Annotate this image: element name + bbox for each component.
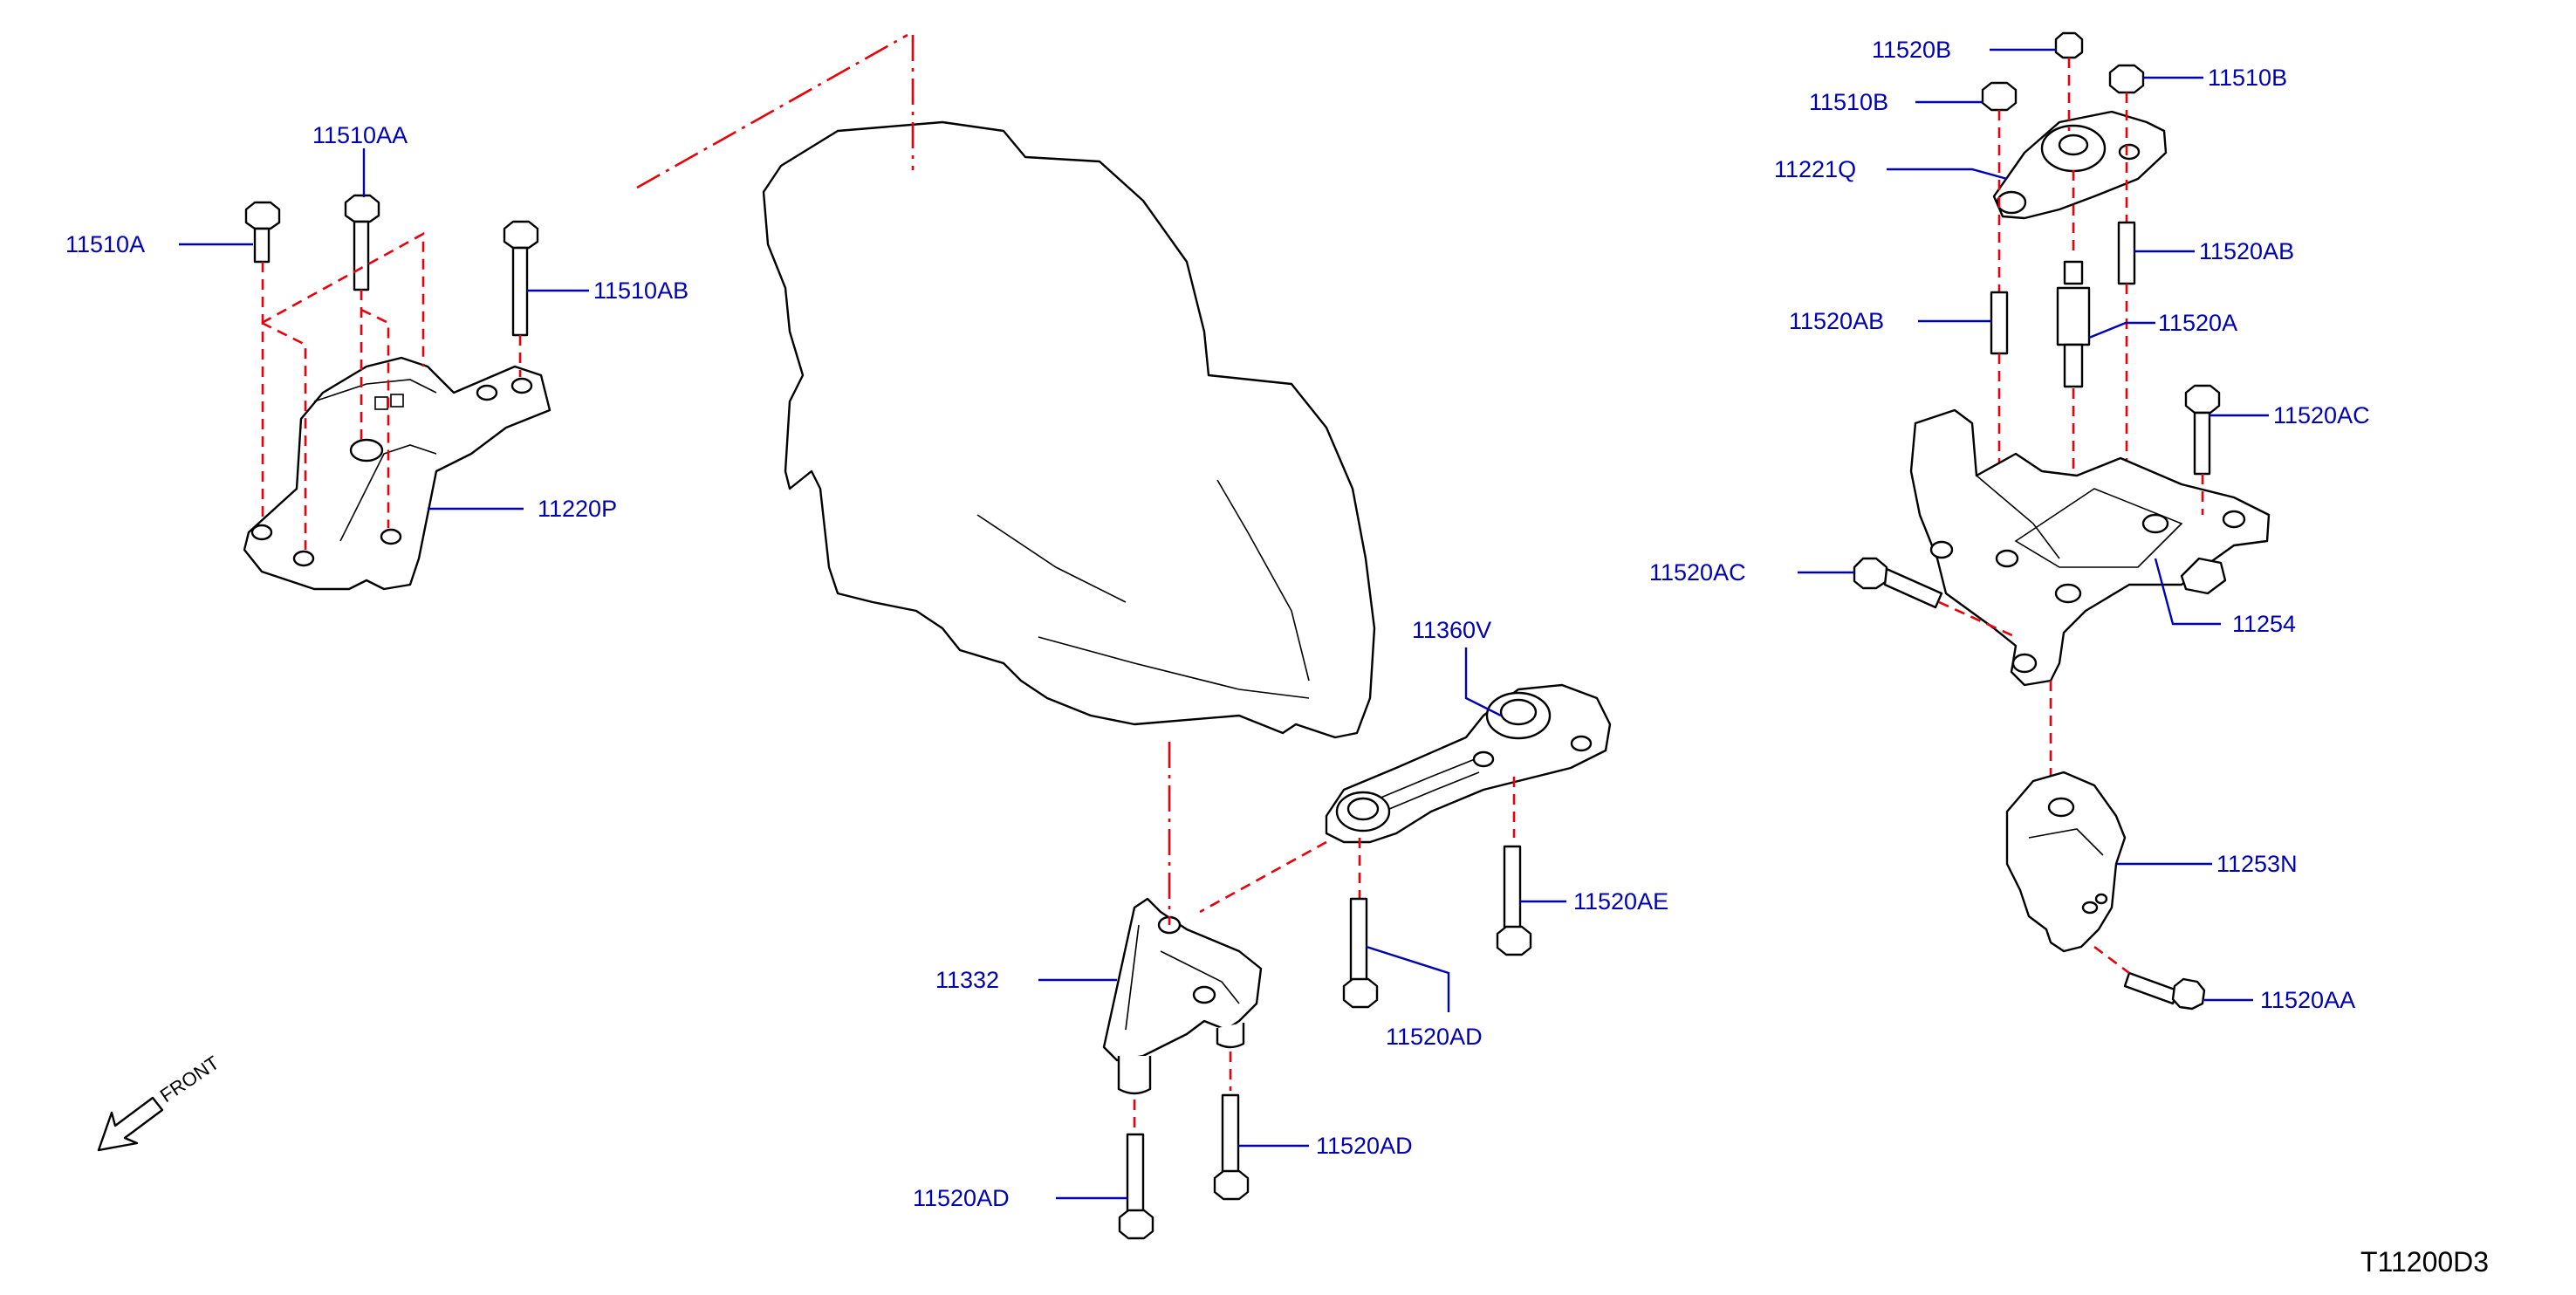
part-callout-11520aa[interactable]: 11520AA — [2204, 987, 2355, 1013]
engine-axis-line — [636, 33, 908, 189]
part-label[interactable]: 11520A — [2158, 310, 2237, 336]
part-label[interactable]: 11510B — [1809, 89, 1888, 115]
part-label[interactable]: 11510AB — [593, 278, 689, 304]
part-label[interactable]: 11520AE — [1573, 888, 1668, 915]
part-callout-11510a[interactable]: 11510A — [65, 231, 253, 257]
diagram-code: T11200D3 — [2360, 1246, 2489, 1278]
bolt-11520ad-lower-left — [1118, 1133, 1154, 1240]
part-label[interactable]: 11360V — [1412, 617, 1491, 643]
engine-outline — [762, 120, 1376, 739]
part-callout-11520ab-left[interactable]: 11520AB — [1789, 308, 1991, 334]
part-label[interactable]: 11520B — [1872, 37, 1951, 63]
leader-line — [2088, 321, 2155, 339]
part-label[interactable]: 11221Q — [1774, 156, 1856, 182]
bolt-11520ac-upper — [2184, 384, 2221, 476]
part-callout-11253n[interactable]: 11253N — [2116, 851, 2298, 877]
mount-11253n — [2005, 771, 2127, 953]
part-callout-11520ad-lower-right[interactable]: 11520AD — [1238, 1133, 1413, 1159]
centerline-11253n-bolt — [2093, 945, 2130, 975]
part-callout-11510aa[interactable]: 11510AA — [312, 122, 408, 197]
part-label[interactable]: 11520AC — [1649, 559, 1746, 586]
part-callout-11520ad-torque-rod[interactable]: 11520AD — [1366, 945, 1483, 1050]
bolt-11520ad-torque-rod — [1342, 897, 1379, 1009]
part-label[interactable]: 11520AA — [2260, 987, 2355, 1013]
part-label[interactable]: 11510B — [2208, 65, 2287, 91]
part-callout-11520b[interactable]: 11520B — [1872, 37, 2056, 63]
bolt-11520ae — [1496, 845, 1532, 956]
bracket-11254 — [1909, 408, 2271, 687]
nut-11520b — [2054, 31, 2084, 59]
leader-line — [1366, 945, 1450, 1012]
part-label[interactable]: 11510A — [65, 231, 145, 257]
bracket-11332 — [1102, 897, 1263, 1095]
part-callout-11332[interactable]: 11332 — [935, 967, 1117, 993]
torque-rod-11360v — [1325, 683, 1612, 844]
leader-line — [2154, 558, 2221, 626]
nut-11510b-right — [2108, 64, 2145, 94]
part-callout-11221q[interactable]: 11221Q — [1774, 156, 2008, 182]
leader-line — [1464, 648, 1502, 717]
part-label[interactable]: 11520AB — [2199, 238, 2294, 264]
centerline-left-mount-4 — [261, 231, 425, 367]
bolt-11510ab — [503, 220, 539, 337]
bolt-11520ad-lower-right — [1213, 1093, 1250, 1201]
bolt-11510a — [244, 201, 281, 264]
part-callout-11510ab[interactable]: 11510AB — [527, 278, 689, 304]
part-label[interactable]: 11510AA — [312, 122, 408, 148]
centerline-torque-rod-3 — [1199, 840, 1327, 914]
centerline-left-mount-6 — [360, 308, 390, 528]
part-label[interactable]: 11520AC — [2273, 402, 2370, 428]
part-callout-11520ac-upper[interactable]: 11520AC — [2209, 402, 2370, 428]
bolt-11520ac-left — [1853, 557, 1943, 609]
part-callout-11510b-left[interactable]: 11510B — [1809, 89, 1983, 115]
front-direction-indicator: FRONT — [97, 1052, 223, 1152]
part-label[interactable]: 11520AD — [913, 1185, 1010, 1211]
stud-11520a — [2056, 260, 2091, 388]
part-callout-11254[interactable]: 11254 — [2154, 558, 2296, 637]
engine-mount-11220p — [243, 356, 552, 591]
part-callout-11510b-right[interactable]: 11510B — [2143, 65, 2287, 91]
part-label[interactable]: 11520AD — [1316, 1133, 1413, 1159]
part-label[interactable]: 11520AD — [1386, 1024, 1483, 1050]
part-callout-11520ad-lower-left[interactable]: 11520AD — [913, 1185, 1127, 1211]
front-label: FRONT — [156, 1052, 223, 1107]
part-callout-11520ac-left[interactable]: 11520AC — [1649, 559, 1854, 586]
bolt-11510aa — [344, 194, 380, 291]
insulator-11221q — [1992, 110, 2168, 220]
part-callout-11520ab-right[interactable]: 11520AB — [2134, 238, 2294, 264]
front-arrow-icon — [97, 1096, 164, 1152]
part-callout-11220p[interactable]: 11220P — [428, 496, 617, 522]
part-label[interactable]: 11332 — [935, 967, 999, 993]
stud-11520ab-right — [2117, 221, 2136, 285]
part-callout-11520a[interactable]: 11520A — [2088, 310, 2237, 339]
part-callout-11360v[interactable]: 11360V — [1412, 617, 1502, 717]
centerline-right-bracket-2 — [1938, 600, 2017, 639]
nut-11510b-left — [1981, 81, 2018, 112]
bolt-11520aa — [2123, 971, 2206, 1011]
stud-11520ab-left — [1990, 291, 2009, 355]
part-callout-11520ae[interactable]: 11520AE — [1520, 888, 1668, 915]
part-label[interactable]: 11254 — [2232, 611, 2296, 637]
leader-line — [1887, 168, 2008, 181]
part-label[interactable]: 11520AB — [1789, 308, 1884, 334]
part-label[interactable]: 11253N — [2216, 851, 2298, 877]
part-label[interactable]: 11220P — [538, 496, 617, 522]
